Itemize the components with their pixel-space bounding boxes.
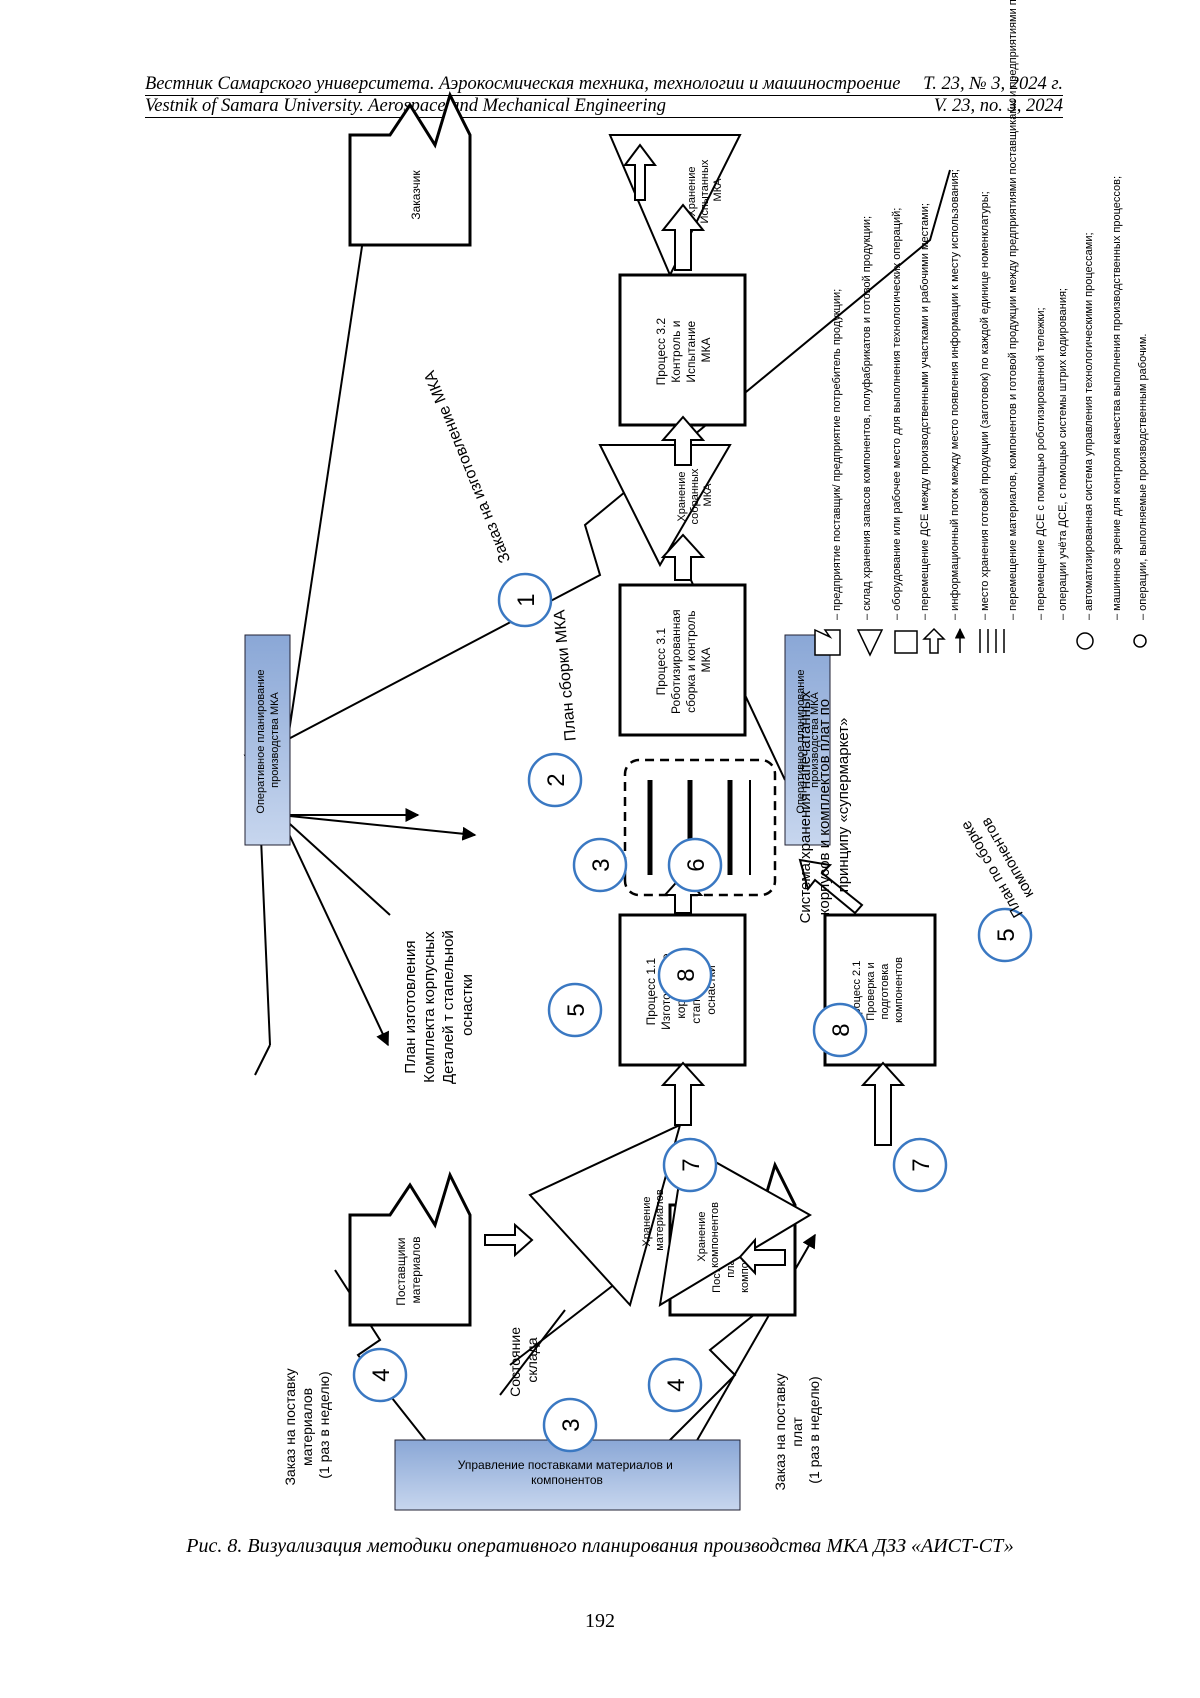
arrow-materials-to-11 [660,1061,706,1126]
svg-text:7: 7 [908,1158,935,1171]
circle-4-top: 4 [352,1347,408,1403]
supermarket-label: Система хранения напечатанных корпусов и… [797,687,852,924]
plan-hull-label: План изготовления Комплекта корпусных Де… [402,926,476,1084]
arrow-assembled-to-32 [660,415,706,466]
svg-text:3: 3 [558,1418,585,1431]
circle-4-bottom: 4 [647,1357,703,1413]
svg-text:5: 5 [563,1003,590,1016]
journal-header-ru: Вестник Самарского университета. Аэрокос… [145,73,1063,96]
arrow-31-to-assembled [660,533,706,581]
circle-7-top: 7 [662,1137,718,1193]
svg-text:– предприятие поставщик/ предп: – предприятие поставщик/ предприятие пот… [831,0,1149,620]
order-materials-label: Заказ на поставку материалов (1 раз в не… [282,1364,332,1485]
storage-components-label: Хранение компонентов [696,1202,721,1268]
circle-1: 1 [497,572,553,628]
circle-3-bottom: 3 [542,1397,598,1453]
customer-factory [348,90,472,247]
svg-text:7: 7 [678,1158,705,1171]
legend: – предприятие поставщик/ предприятие пот… [814,0,1149,657]
circle-5-right: 5 [977,907,1033,963]
order-boards-label: Заказ на поставку плат (1 раз в неделю) [772,1369,822,1490]
circle-2: 2 [527,752,583,808]
supplier-materials-factory [348,1170,472,1327]
planning-top-label: Оперативное планирование производства МК… [255,666,281,813]
process-3-2-label: Процесс 3.2 Контроль и Испытание МКА [654,315,713,386]
arrow-32-to-storage [660,203,706,271]
supply-management-label: Управление поставками материалов и компо… [458,1458,676,1487]
svg-text:1: 1 [513,593,540,606]
svg-text:8: 8 [828,1023,855,1036]
storage-tested-label: Хранение Испытанных МКА [686,157,724,224]
circle-6: 6 [667,837,723,893]
warehouse-state-label: Состояние склада [507,1323,540,1397]
supplier-materials-label: Поставщики материалов [394,1234,423,1306]
svg-text:8: 8 [673,968,700,981]
journal-title-en: Vestnik of Samara University. Aerospace … [145,96,666,116]
svg-text:4: 4 [368,1368,395,1381]
circle-8-top: 8 [657,947,713,1003]
page-number: 192 [585,1610,615,1632]
storage-materials-label: Хранение материалов [641,1189,666,1251]
storage-materials-triangle [528,1123,682,1308]
process-3-1-label: Процесс 3.1 Роботизированная сборка и ко… [654,606,713,714]
arrow-components-to-21 [860,1061,906,1146]
storage-assembled-label: Хранение собранных МКА [676,466,714,525]
process-3-1-box [618,583,747,737]
supermarket-shelves [647,780,751,875]
planning-bottom-label: Оперативное планирование производства МК… [795,666,821,813]
planning-bottom-box [784,634,831,846]
step-circles: 1 2 3 6 5 8 8 5 7 7 4 3 4 [352,572,1033,1453]
order-mka-label: Заказ на изготовление МКА [421,368,514,565]
customer-label: Заказчик [409,170,423,220]
plan-components-label: План по сборке компонентов [955,805,1043,921]
figure-caption: Рис. 8. Визуализация методики оперативно… [186,1535,1014,1557]
storage-assembled-triangle [598,444,732,568]
issue-en: V. 23, no. 3, 2024 [933,96,1063,116]
legend-symbols [814,627,1147,657]
journal-header-en: Vestnik of Samara University. Aerospace … [145,95,1063,118]
arrow-supplier-to-materials [484,1222,534,1258]
journal-title-ru: Вестник Самарского университета. Аэрокос… [145,74,901,94]
planning-top-box [244,634,291,846]
plan-assembly-label: План сборки МКА [551,609,579,742]
svg-text:2: 2 [543,773,570,786]
circle-7-bottom: 7 [892,1137,948,1193]
circle-5-left: 5 [547,982,603,1038]
arrow-supplier-to-components [738,1237,786,1276]
svg-text:4: 4 [663,1378,690,1391]
arrow-21-to-supermarket [798,858,864,915]
circle-3-top: 3 [572,837,628,893]
svg-text:3: 3 [588,858,615,871]
svg-text:6: 6 [683,858,710,871]
svg-text:5: 5 [993,928,1020,941]
issue-ru: Т. 23, № 3, 2024 г. [923,74,1063,94]
arrow-tested-to-customer [623,143,657,201]
circle-8-bottom: 8 [812,1002,868,1058]
supermarket-box [623,758,777,897]
